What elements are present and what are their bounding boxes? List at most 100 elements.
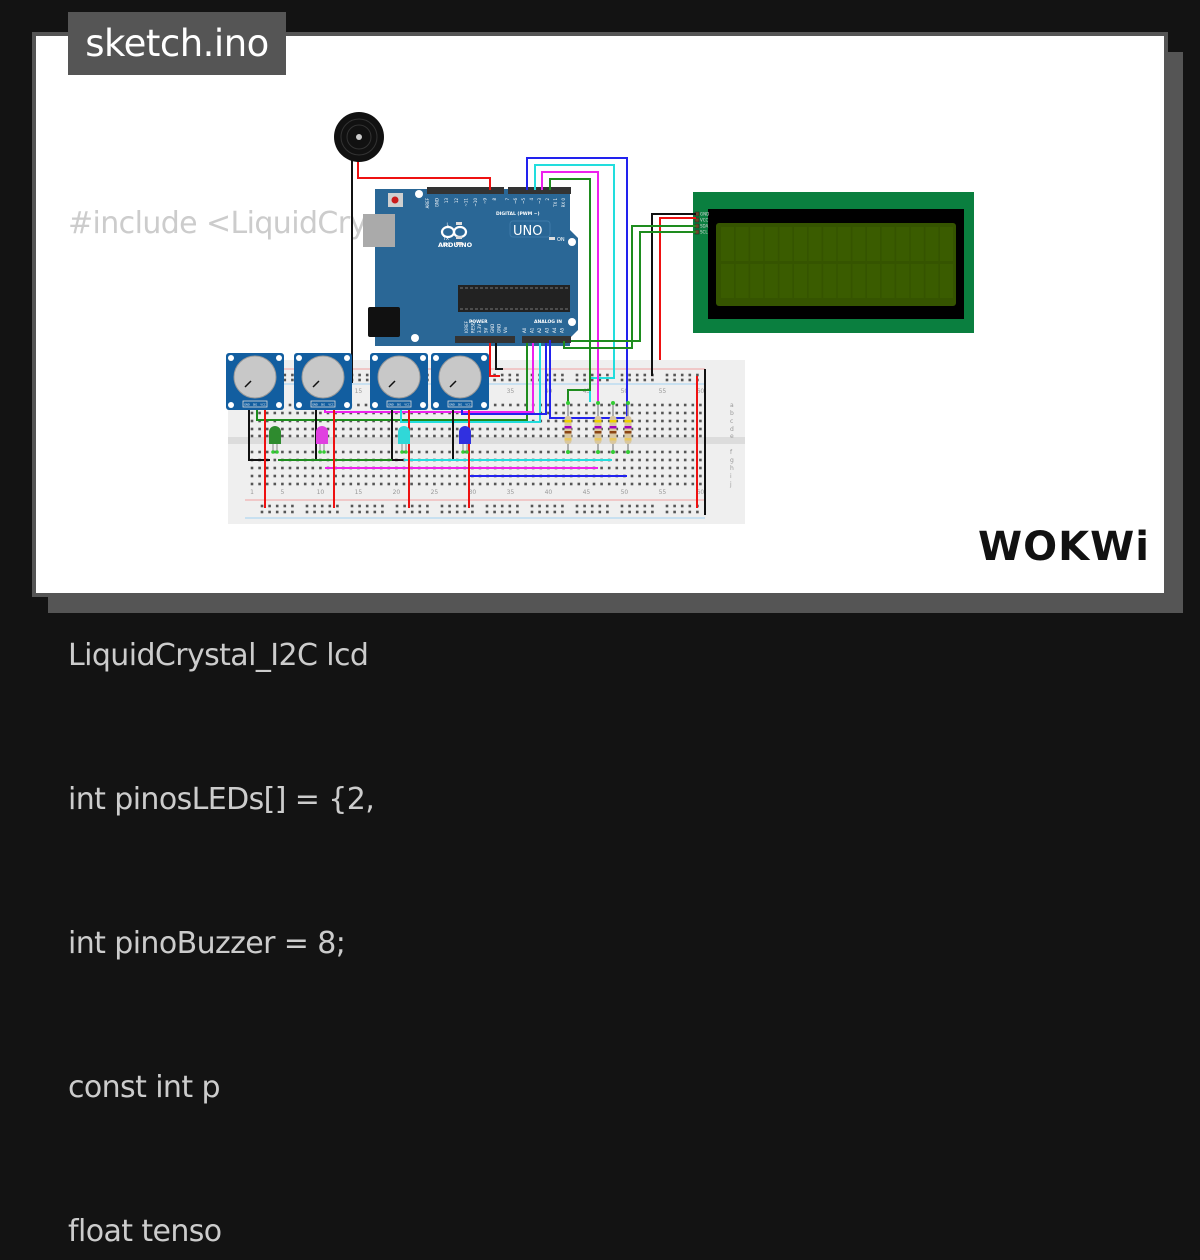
breadboard-hole xyxy=(630,403,634,407)
breadboard-hole xyxy=(623,427,626,431)
mount-hole xyxy=(344,355,350,361)
breadboard-hole xyxy=(653,482,657,486)
lcd-cell xyxy=(779,264,793,298)
resistor-band xyxy=(564,420,572,423)
breadboard-hole xyxy=(493,450,497,454)
breadboard-hole xyxy=(699,427,702,431)
breadboard-hole xyxy=(516,403,520,407)
breadboard-hole xyxy=(645,482,649,486)
breadboard-hole xyxy=(661,419,664,423)
led[interactable] xyxy=(316,426,328,454)
breadboard-hole xyxy=(273,482,277,486)
project-card[interactable] xyxy=(32,32,1168,597)
breadboard-hole xyxy=(425,434,429,438)
wokwi-logo[interactable]: WOKWi xyxy=(978,524,1150,570)
breadboard-hole xyxy=(516,434,520,438)
breadboard-hole xyxy=(463,482,467,486)
breadboard-hole xyxy=(334,474,337,478)
breadboard-hole xyxy=(668,411,672,415)
file-tab[interactable]: sketch.ino xyxy=(68,12,286,75)
breadboard-hole xyxy=(250,427,254,431)
breadboard-hole xyxy=(554,411,558,415)
reset-button[interactable] xyxy=(391,196,399,204)
connection-point xyxy=(611,401,615,405)
arduino-uno[interactable]: ARDUINO UNO ON DIGITAL (PWM ~) POWER ANA… xyxy=(363,187,578,346)
led[interactable] xyxy=(269,426,281,454)
on-label: ON xyxy=(557,237,565,243)
breadboard-hole xyxy=(638,474,641,478)
pot-knob[interactable] xyxy=(301,355,345,399)
pot-knob[interactable] xyxy=(377,355,421,399)
breadboard-hole xyxy=(699,419,702,423)
rail-hole xyxy=(628,510,631,514)
breadboard-hole xyxy=(455,434,459,438)
breadboard-hole xyxy=(486,482,489,486)
rail-hole xyxy=(440,504,444,508)
breadboard-hole xyxy=(683,450,687,454)
analog-pin-label: A4 xyxy=(552,327,557,333)
rail-hole xyxy=(471,510,474,514)
pot-pin-label: VCC xyxy=(404,403,409,407)
breadboard-hole xyxy=(645,450,649,454)
leds xyxy=(269,426,471,454)
breadboard-hole xyxy=(524,482,527,486)
row-label: b xyxy=(730,410,734,417)
pot-knob[interactable] xyxy=(233,355,277,399)
pot-knob[interactable] xyxy=(438,355,482,399)
breadboard-hole xyxy=(676,434,679,438)
rail-hole xyxy=(688,504,692,508)
breadboard-hole xyxy=(676,427,679,431)
lcd-pin-label: SDA xyxy=(700,224,709,229)
onboard-led xyxy=(549,237,555,240)
breadboard-hole xyxy=(585,434,588,438)
breadboard-hole xyxy=(630,474,634,478)
breadboard-hole xyxy=(615,427,619,431)
lcd-cell xyxy=(881,227,895,261)
breadboard-hole xyxy=(509,427,512,431)
breadboard-hole xyxy=(265,466,269,470)
breadboard-hole xyxy=(683,474,687,478)
breadboard-hole xyxy=(531,427,535,431)
pot-pin-label: GND xyxy=(312,403,318,407)
wire-lcd-gnd xyxy=(651,213,696,376)
wire-a2 xyxy=(400,343,541,423)
breadboard-hole xyxy=(547,450,550,454)
breadboard-hole xyxy=(683,458,687,462)
column-label: 10 xyxy=(317,489,325,496)
breadboard-hole xyxy=(281,482,284,486)
breadboard-hole xyxy=(668,474,672,478)
led[interactable] xyxy=(398,426,410,454)
lcd-cell xyxy=(764,227,778,261)
rail-hole xyxy=(358,510,361,514)
digital-label: DIGITAL (PWM ~) xyxy=(496,211,540,217)
led-label-l: L xyxy=(446,222,449,228)
rail-hole xyxy=(598,504,602,508)
rail-hole xyxy=(508,373,512,377)
breadboard-hole xyxy=(691,419,695,423)
breadboard-hole xyxy=(638,466,641,470)
rail-hole xyxy=(403,510,406,514)
mount-hole xyxy=(568,318,576,326)
digital-pin-label: 12 xyxy=(454,198,459,204)
wire-5v xyxy=(489,343,500,377)
mount-hole xyxy=(372,355,378,361)
breadboard-hole xyxy=(265,474,269,478)
led[interactable] xyxy=(459,426,471,454)
lcd-cell xyxy=(721,227,734,261)
resistor-band xyxy=(624,431,632,434)
breadboard-hole xyxy=(417,434,421,438)
breadboard-hole xyxy=(296,427,299,431)
connection-point xyxy=(596,450,600,454)
breadboard-hole xyxy=(524,434,527,438)
code-line: int pinosLEDs[] = {2, xyxy=(68,782,375,817)
rail-hole xyxy=(365,378,369,382)
breadboard-hole xyxy=(661,482,664,486)
resistor-band xyxy=(564,438,572,441)
buzzer[interactable] xyxy=(334,112,384,162)
